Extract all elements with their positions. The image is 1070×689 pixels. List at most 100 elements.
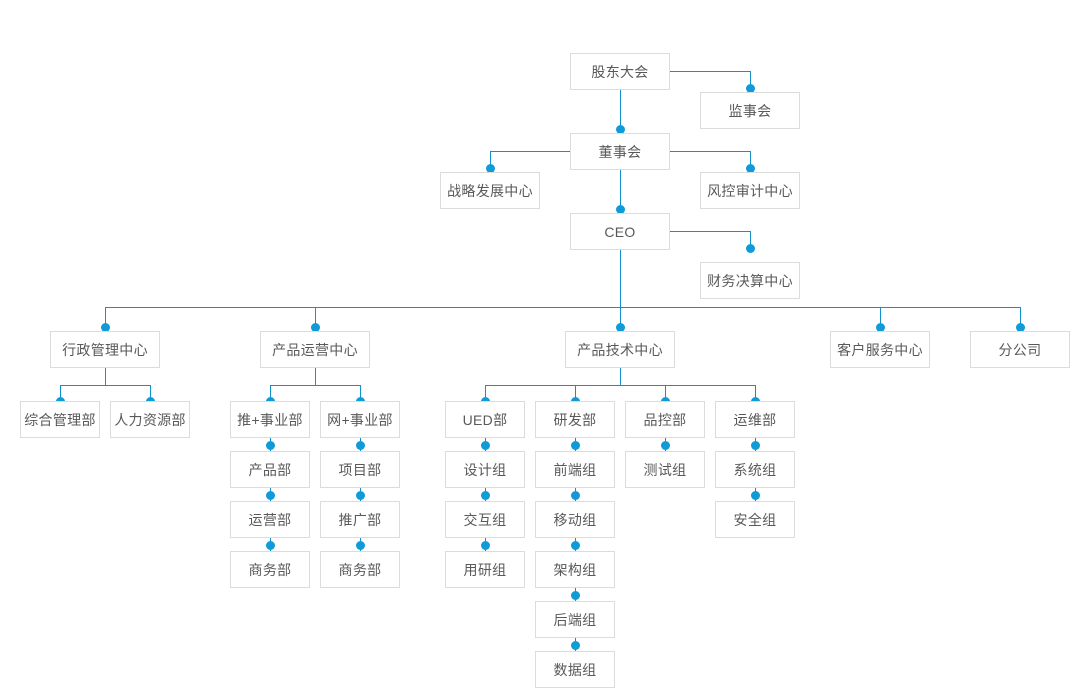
node-label: 人力资源部	[114, 411, 186, 428]
node-label: 后端组	[553, 611, 597, 628]
node-label: 前端组	[553, 461, 597, 478]
node-risk-audit-center[interactable]: 风控审计中心	[700, 172, 800, 209]
node-label: 交互组	[463, 511, 507, 528]
connector-board-to-strategy-h	[490, 151, 570, 152]
connector-dot-ops-business-left	[265, 540, 275, 550]
connector-dot-rd-frontend	[570, 440, 580, 450]
connector-bus-drop-product-tech	[620, 307, 621, 326]
node-product-operations-center[interactable]: 产品运营中心	[260, 331, 370, 368]
connector-dot-ued-interaction	[480, 490, 490, 500]
connector-board-to-risk-v	[750, 151, 751, 168]
connector-board-to-risk-h	[670, 151, 750, 152]
connector-dot-qa-test	[660, 440, 670, 450]
node-customer-service-center[interactable]: 客户服务中心	[830, 331, 930, 368]
node-label: 产品运营中心	[272, 341, 358, 358]
connector-board-to-strategy-v	[490, 151, 491, 168]
node-finance-settlement-center[interactable]: 财务决算中心	[700, 262, 800, 299]
connector-dot-ops-promotion	[355, 490, 365, 500]
node-admin-management-center[interactable]: 行政管理中心	[50, 331, 160, 368]
node-human-resources-dept[interactable]: 人力资源部	[110, 401, 190, 438]
connector-shareholders-to-supervisory-v	[750, 71, 751, 88]
node-label: 品控部	[643, 411, 687, 428]
node-business-dept-right[interactable]: 商务部	[320, 551, 400, 588]
connector-shareholders-to-supervisory-h	[670, 71, 750, 72]
node-label: 推+事业部	[237, 411, 303, 428]
node-operations-maintenance-dept[interactable]: 运维部	[715, 401, 795, 438]
connector-product-tech-bus	[485, 385, 755, 386]
connector-bus-drop-branch	[1020, 307, 1021, 326]
connector-dot-ops-product	[265, 440, 275, 450]
node-supervisory-board[interactable]: 监事会	[700, 92, 800, 129]
node-project-dept[interactable]: 项目部	[320, 451, 400, 488]
node-general-management-dept[interactable]: 综合管理部	[20, 401, 100, 438]
node-ued-dept[interactable]: UED部	[445, 401, 525, 438]
node-user-research-group[interactable]: 用研组	[445, 551, 525, 588]
node-security-group[interactable]: 安全组	[715, 501, 795, 538]
node-label: 综合管理部	[24, 411, 96, 428]
connector-dot-ops-business-right	[355, 540, 365, 550]
node-backend-group[interactable]: 后端组	[535, 601, 615, 638]
connector-ceo-to-finance-h	[670, 231, 750, 232]
node-label: 股东大会	[591, 63, 649, 80]
node-wang-business-unit[interactable]: 网+事业部	[320, 401, 400, 438]
node-tui-business-unit[interactable]: 推+事业部	[230, 401, 310, 438]
node-label: 推广部	[338, 511, 382, 528]
connector-bus-drop-customer-service	[880, 307, 881, 326]
node-label: 客户服务中心	[837, 341, 923, 358]
node-architecture-group[interactable]: 架构组	[535, 551, 615, 588]
connector-dot-strategy	[485, 163, 495, 173]
node-frontend-group[interactable]: 前端组	[535, 451, 615, 488]
node-label: 系统组	[733, 461, 777, 478]
node-strategy-development-center[interactable]: 战略发展中心	[440, 172, 540, 209]
node-label: 移动组	[553, 511, 597, 528]
node-rd-dept[interactable]: 研发部	[535, 401, 615, 438]
connector-dot-product-tech-center	[615, 322, 625, 332]
node-label: 设计组	[463, 461, 507, 478]
node-label: 产品部	[248, 461, 292, 478]
connector-dot-ued-research	[480, 540, 490, 550]
node-label: 安全组	[733, 511, 777, 528]
node-label: 数据组	[553, 661, 597, 678]
connector-dot-product-ops-center	[310, 322, 320, 332]
node-label: 商务部	[338, 561, 382, 578]
connector-product-ops-drop-tui	[270, 385, 271, 401]
connector-dot-rd-backend	[570, 590, 580, 600]
connector-dot-ued-design	[480, 440, 490, 450]
connector-dot-rd-architecture	[570, 540, 580, 550]
node-label: 项目部	[338, 461, 382, 478]
node-operation-dept[interactable]: 运营部	[230, 501, 310, 538]
node-quality-control-dept[interactable]: 品控部	[625, 401, 705, 438]
node-label: UED部	[462, 411, 508, 428]
node-product-dept[interactable]: 产品部	[230, 451, 310, 488]
node-board-of-directors[interactable]: 董事会	[570, 133, 670, 170]
node-data-group[interactable]: 数据组	[535, 651, 615, 688]
connector-dot-ops-project	[355, 440, 365, 450]
connector-dot-admin-center	[100, 322, 110, 332]
connector-shareholders-to-board	[620, 90, 621, 133]
node-label: 财务决算中心	[707, 272, 793, 289]
connector-tech-drop-rd	[575, 385, 576, 401]
node-business-dept-left[interactable]: 商务部	[230, 551, 310, 588]
connector-dot-ceo	[615, 204, 625, 214]
node-system-group[interactable]: 系统组	[715, 451, 795, 488]
connector-product-tech-stem	[620, 368, 621, 385]
node-test-group[interactable]: 测试组	[625, 451, 705, 488]
node-label: 架构组	[553, 561, 597, 578]
node-label: 研发部	[553, 411, 597, 428]
connector-board-to-ceo	[620, 170, 621, 213]
node-design-group[interactable]: 设计组	[445, 451, 525, 488]
node-label: 董事会	[598, 143, 642, 160]
node-promotion-dept[interactable]: 推广部	[320, 501, 400, 538]
connector-admin-bus	[60, 385, 150, 386]
connector-product-ops-bus	[270, 385, 360, 386]
node-label: 产品技术中心	[577, 341, 663, 358]
node-ceo[interactable]: CEO	[570, 213, 670, 250]
connector-dot-ops-security	[750, 490, 760, 500]
connector-dot-rd-mobile	[570, 490, 580, 500]
connector-dot-rd-data	[570, 640, 580, 650]
node-mobile-group[interactable]: 移动组	[535, 501, 615, 538]
node-interaction-group[interactable]: 交互组	[445, 501, 525, 538]
node-product-technology-center[interactable]: 产品技术中心	[565, 331, 675, 368]
node-branch-company[interactable]: 分公司	[970, 331, 1070, 368]
node-shareholders-meeting[interactable]: 股东大会	[570, 53, 670, 90]
